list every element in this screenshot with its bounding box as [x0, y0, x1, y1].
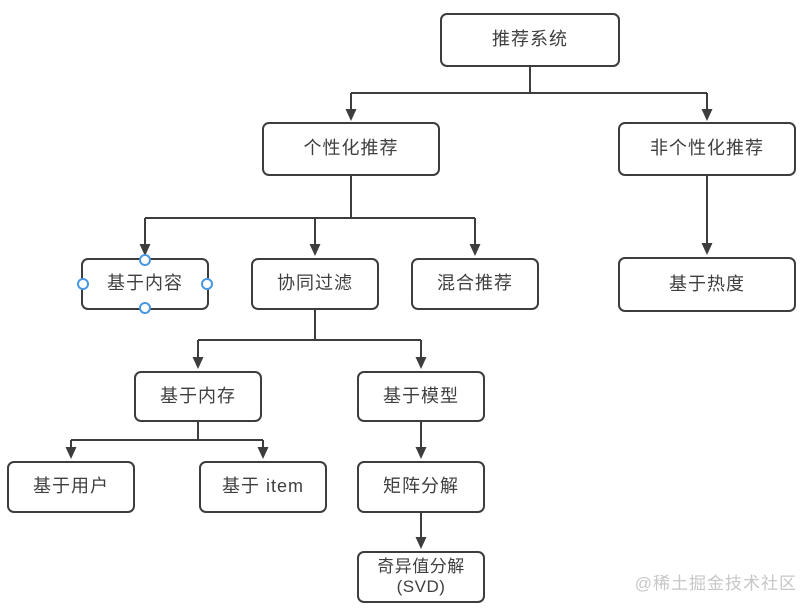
connection-handle-bottom[interactable]: [139, 302, 151, 314]
node-label: 基于 item: [221, 476, 304, 497]
node-label: 基于热度: [669, 273, 745, 294]
node-label: 基于内容: [107, 273, 183, 294]
node-user-based[interactable]: 基于用户: [7, 461, 135, 513]
node-label: 混合推荐: [437, 273, 513, 294]
node-label: 基于内存: [160, 385, 236, 406]
node-label: 协同过滤: [277, 273, 353, 294]
connector-lines: [70, 67, 708, 538]
watermark: @稀土掘金技术社区: [634, 574, 797, 593]
connection-handle-right[interactable]: [201, 278, 213, 290]
node-label: 非个性化推荐: [650, 138, 764, 159]
node-label-line2: (SVD): [396, 577, 446, 596]
connection-handle-top[interactable]: [139, 254, 151, 266]
node-label-line1: 奇异值分解: [377, 556, 465, 576]
node-item-based[interactable]: 基于 item: [199, 461, 327, 513]
node-memory-based[interactable]: 基于内存: [134, 371, 262, 422]
node-matrix-factorization[interactable]: 矩阵分解: [357, 461, 485, 513]
node-content-based[interactable]: 基于内容: [77, 254, 213, 314]
node-label: 基于用户: [33, 476, 109, 497]
node-label: 推荐系统: [492, 29, 568, 50]
node-root[interactable]: 推荐系统: [440, 13, 620, 67]
node-svd[interactable]: 奇异值分解 (SVD): [357, 551, 485, 603]
connection-handle-left[interactable]: [77, 278, 89, 290]
node-hybrid[interactable]: 混合推荐: [411, 258, 539, 310]
node-model-based[interactable]: 基于模型: [357, 371, 485, 422]
node-non-personalized[interactable]: 非个性化推荐: [618, 122, 796, 176]
node-label: 个性化推荐: [303, 138, 399, 159]
node-personalized[interactable]: 个性化推荐: [262, 122, 440, 176]
node-label: 基于模型: [383, 385, 459, 406]
node-popularity-based[interactable]: 基于热度: [618, 257, 796, 312]
node-label: 矩阵分解: [383, 476, 459, 497]
node-collaborative-filtering[interactable]: 协同过滤: [251, 258, 379, 310]
